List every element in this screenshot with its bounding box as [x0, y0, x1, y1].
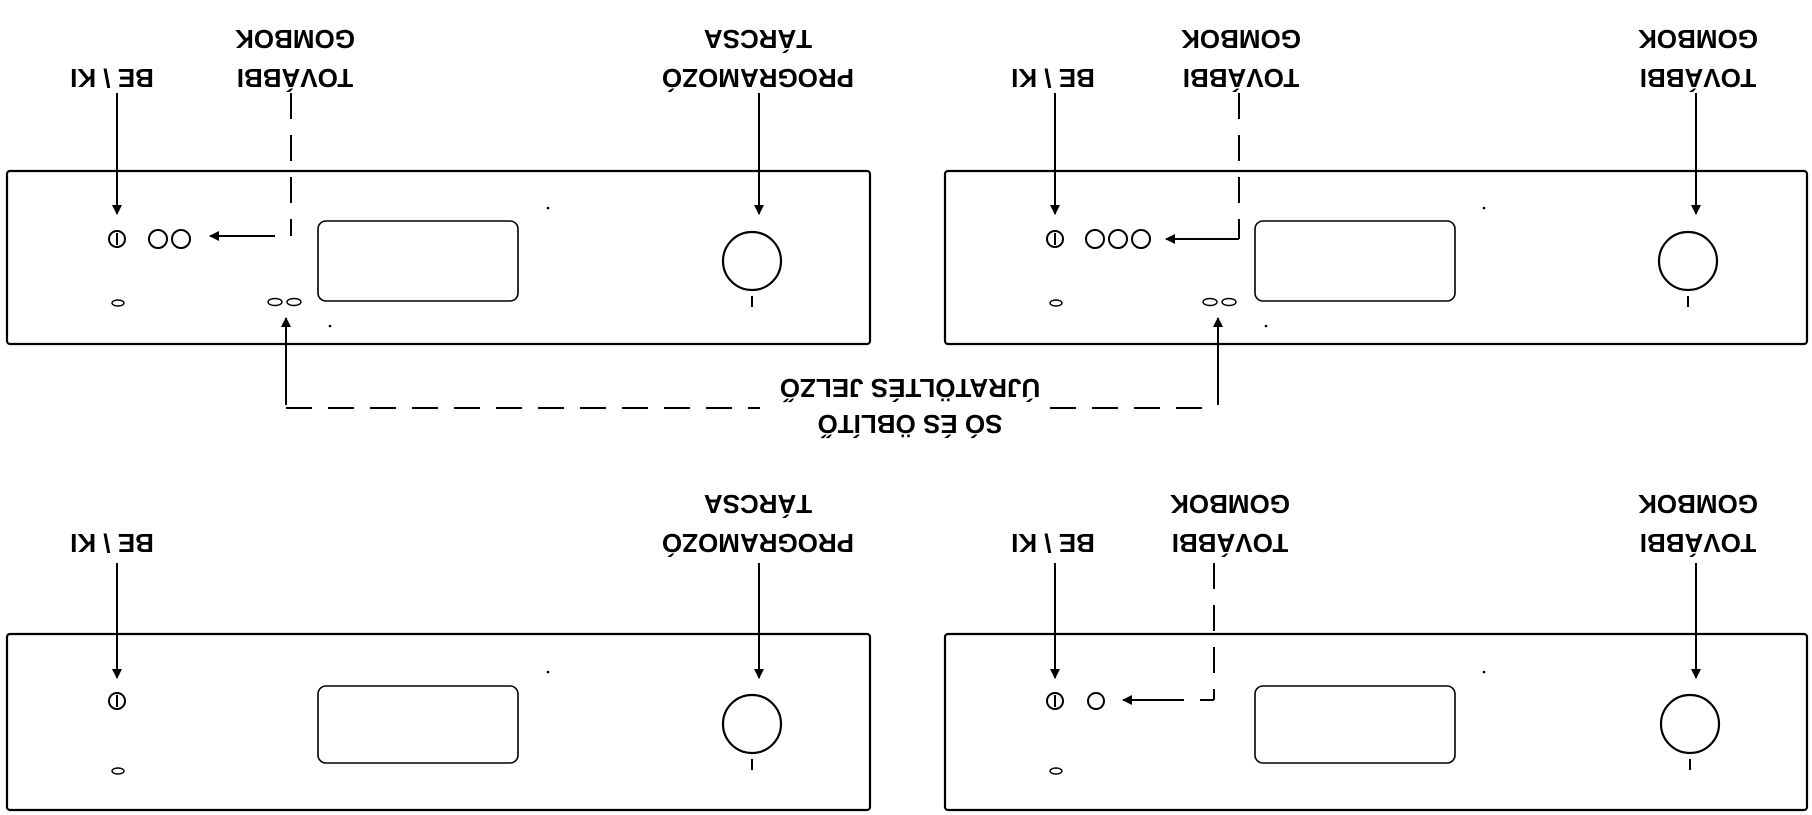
label-more-buttons-right-line1: TOVÁBBI [1640, 63, 1757, 93]
power-led [1049, 767, 1063, 775]
label-on-off: BE \ KI [1011, 63, 1095, 93]
label-more-buttons-right-line2: GOMBOK [1638, 24, 1758, 54]
label-more-buttons-right-line2: GOMBOK [1638, 489, 1758, 519]
panel-top-right [943, 93, 1809, 346]
power-led [1049, 299, 1063, 307]
label-more-buttons-line2: GOMBOK [1170, 489, 1290, 519]
label-programmer-line1: PROGRAMOZÓ [662, 528, 854, 558]
extra-button [1085, 229, 1105, 249]
display-window [317, 220, 519, 302]
salt-indicator-led [1202, 297, 1218, 307]
extra-knob [1657, 230, 1719, 292]
label-programmer-line2: TÁRCSA [704, 489, 813, 519]
power-led [111, 767, 125, 775]
power-led [111, 299, 125, 307]
label-more-buttons-right-line1: TOVÁBBI [1640, 528, 1757, 558]
panel-bottom-left [5, 563, 872, 812]
salt-indicator-led [267, 297, 283, 307]
program-knob [721, 693, 783, 755]
display-window [1254, 685, 1456, 764]
program-knob [721, 230, 783, 292]
display-window [1254, 220, 1456, 302]
label-programmer-line2: TÁRCSA [704, 24, 813, 54]
label-programmer-line1: PROGRAMOZÓ [662, 63, 854, 93]
labels: BE \ KI TOVÁBBI GOMBOK PROGRAMOZÓ TÁRCSA… [70, 24, 1758, 558]
display-window [317, 685, 519, 764]
label-more-buttons-line1: TOVÁBBI [1183, 63, 1300, 93]
rinse-indicator-led [286, 297, 302, 307]
label-indicator-line2: ÚJRATÖLTÉS JELZŐ [780, 373, 1041, 403]
extra-button [1087, 692, 1105, 710]
label-indicator-line1: SÓ ÉS ÖBLÍTŐ [818, 409, 1003, 439]
extra-button [148, 229, 168, 249]
label-on-off: BE \ KI [70, 528, 154, 558]
extra-button [1131, 229, 1151, 249]
label-more-buttons-line1: TOVÁBBI [237, 63, 354, 93]
label-more-buttons-line1: TOVÁBBI [1172, 528, 1289, 558]
panel-bottom-right [943, 563, 1809, 812]
indicator-callout [281, 317, 1223, 409]
label-more-buttons-line2: GOMBOK [1181, 24, 1301, 54]
rinse-indicator-led [1221, 297, 1237, 307]
label-on-off: BE \ KI [70, 63, 154, 93]
label-more-buttons-line2: GOMBOK [235, 24, 355, 54]
extra-button [1108, 229, 1128, 249]
extra-knob [1659, 693, 1721, 755]
panel-top-left [5, 93, 872, 346]
label-on-off: BE \ KI [1011, 528, 1095, 558]
extra-button [171, 229, 191, 249]
